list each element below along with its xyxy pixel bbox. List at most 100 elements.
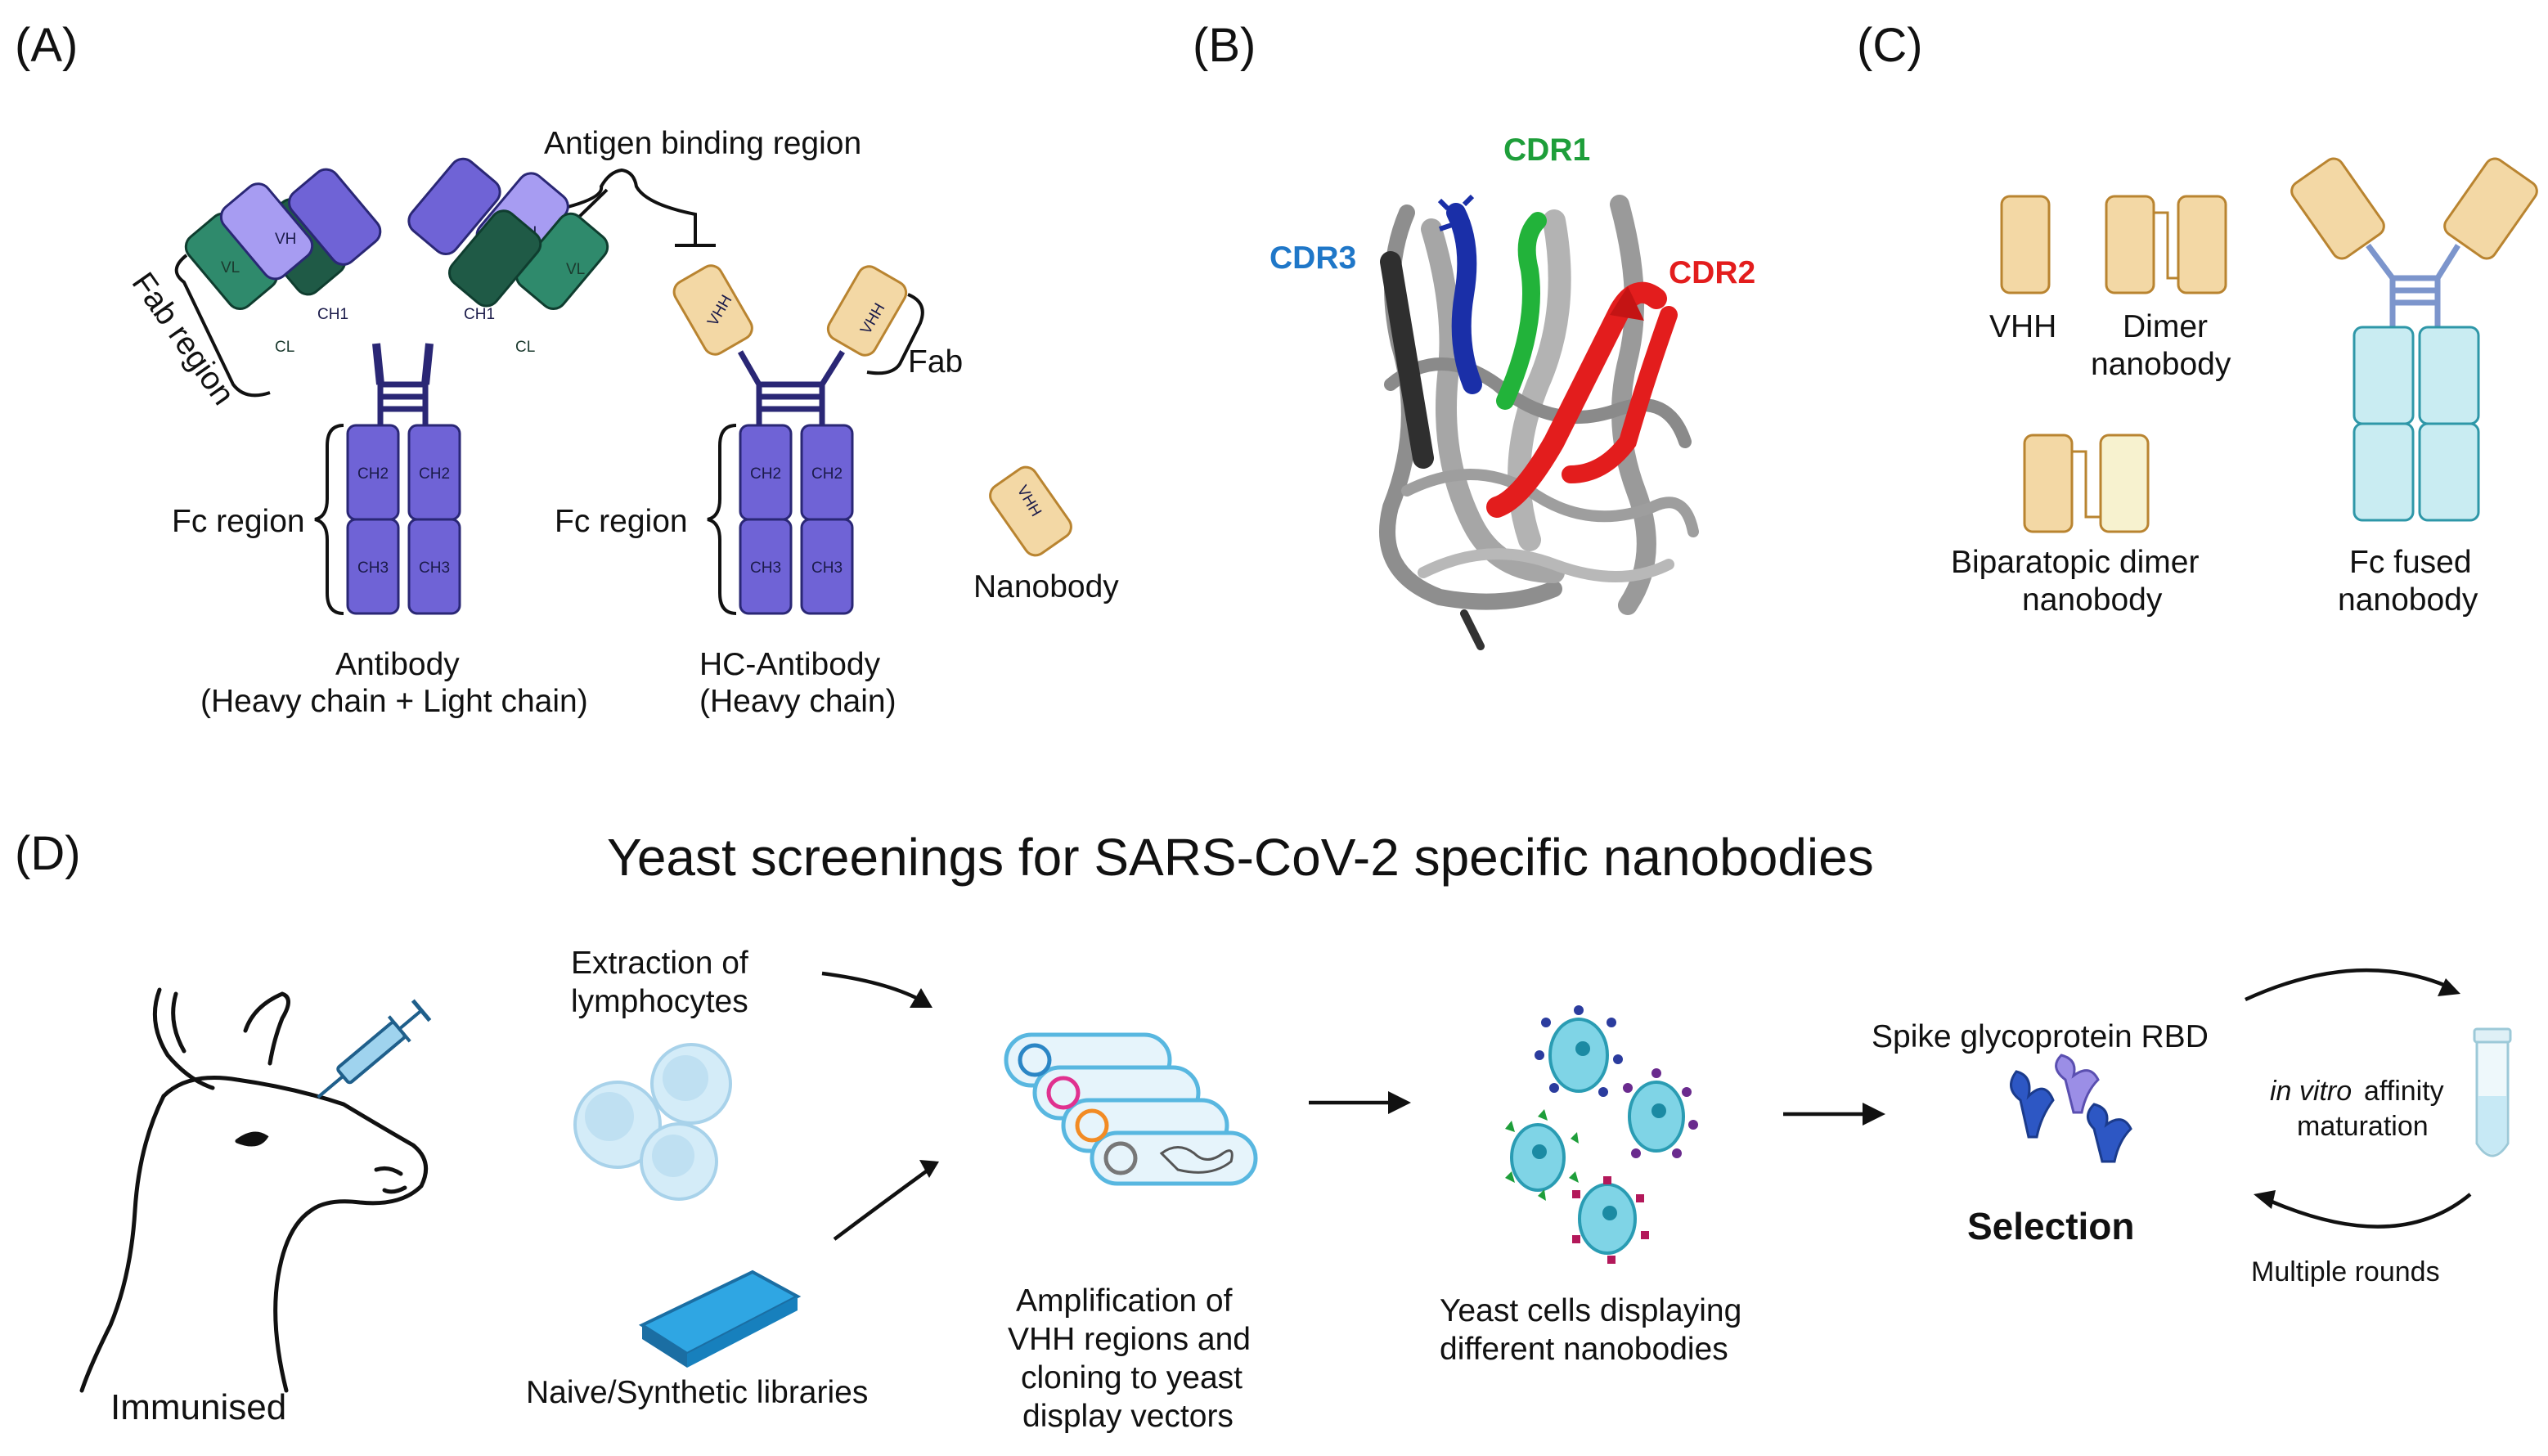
panel-d-title: Yeast screenings for SARS-CoV-2 specific… xyxy=(607,828,1874,887)
panel-label-d: (D) xyxy=(15,827,81,880)
fc-fused-label-1: Fc fused xyxy=(2349,545,2472,580)
fab-region-bracket xyxy=(174,254,271,398)
vhh-domain-hc-left xyxy=(672,264,753,356)
hinge-antibody xyxy=(372,343,434,385)
arrow-library-to-vectors xyxy=(833,1168,930,1241)
fc-region-bracket-2 xyxy=(707,424,737,615)
amplification-label-2: VHH regions and xyxy=(1008,1322,1251,1357)
cdr3-loop xyxy=(1446,203,1482,394)
invitro-label-affinity: affinity xyxy=(2364,1076,2444,1107)
ch2-label-hc-2: CH2 xyxy=(811,465,843,483)
arrow-extraction-to-vectors xyxy=(821,971,926,1004)
antigen-binding-bracket xyxy=(502,168,716,247)
vhh-domain-hc-right xyxy=(826,265,908,357)
ch3-label-2: CH3 xyxy=(419,559,450,577)
dimer-label-2: nanobody xyxy=(2091,347,2231,382)
cdr1-label: CDR1 xyxy=(1503,133,1590,168)
cdr1-loop xyxy=(1496,212,1547,410)
ch3-label-1: CH3 xyxy=(357,559,389,577)
biparatopic-dimer xyxy=(2023,434,2150,533)
panel-label-a: (A) xyxy=(15,19,78,72)
dimer-nanobody xyxy=(2105,195,2227,294)
panel-a: Antigen binding region VL CL VH CH1 xyxy=(125,126,1120,719)
extraction-label-1: Extraction of xyxy=(571,946,748,981)
lymphocyte-cells xyxy=(573,1043,732,1201)
test-tube-icon xyxy=(2473,1027,2512,1157)
hinge-hc xyxy=(737,350,845,425)
immunised-label: Immunised xyxy=(110,1387,286,1427)
nanobody-label: Nanobody xyxy=(973,569,1119,604)
ch1-label-right: CH1 xyxy=(464,306,495,323)
maturation-label: maturation xyxy=(2297,1111,2429,1142)
multiple-rounds-label: Multiple rounds xyxy=(2251,1256,2440,1287)
ch3-domain-hc-1 xyxy=(739,518,793,615)
panel-label-c: (C) xyxy=(1857,19,1923,72)
fab-label-hc: Fab xyxy=(908,344,963,380)
ch1-domain-right xyxy=(407,157,501,255)
vl-label-right: VL xyxy=(566,261,585,278)
cdr2-label: CDR2 xyxy=(1669,255,1755,290)
cl-label-right: CL xyxy=(515,339,535,356)
yeast-label-1: Yeast cells displaying xyxy=(1440,1293,1741,1328)
panel-c: VHH Dimer nanobody Biparatopic dimer nan… xyxy=(1951,157,2538,618)
fc-fused-label-2: nanobody xyxy=(2338,582,2478,618)
nanobody-structure xyxy=(1379,194,1699,650)
fab-bracket-hc xyxy=(866,293,924,375)
extraction-label-2: lymphocytes xyxy=(571,984,748,1019)
invitro-label-italic: in vitro xyxy=(2270,1076,2352,1107)
ch2-label-2: CH2 xyxy=(419,465,450,483)
ch2-label-1: CH2 xyxy=(357,465,389,483)
cl-domain-right xyxy=(447,209,542,308)
biparatopic-label-2: nanobody xyxy=(2022,582,2163,618)
vh-domain-left xyxy=(219,182,314,281)
antigen-binding-label: Antigen binding region xyxy=(544,126,861,161)
ch1-domain-left xyxy=(288,168,382,266)
ch3-label-hc-2: CH3 xyxy=(811,559,843,577)
arrow-from-tube xyxy=(2269,1193,2472,1229)
naive-libraries-label: Naive/Synthetic libraries xyxy=(526,1375,868,1410)
hc-antibody-subtitle: (Heavy chain) xyxy=(699,684,897,719)
antibody-subtitle: (Heavy chain + Light chain) xyxy=(200,684,588,719)
library-plate-icon xyxy=(638,1270,802,1368)
ch3-domain-2 xyxy=(407,518,461,615)
ch3-domain-1 xyxy=(346,518,400,615)
biparatopic-label-1: Biparatopic dimer xyxy=(1951,545,2199,580)
vl-label-left: VL xyxy=(221,259,240,276)
cdr3-label: CDR3 xyxy=(1270,240,1356,276)
arrow-to-tube xyxy=(2245,968,2447,1002)
ch1-label-left: CH1 xyxy=(317,306,348,323)
yeast-display-vectors xyxy=(1004,1032,1258,1186)
hc-antibody-title: HC-Antibody xyxy=(699,647,881,682)
vhh-domain-nanobody xyxy=(989,465,1072,557)
dimer-label-1: Dimer xyxy=(2123,309,2208,344)
panel-label-b: (B) xyxy=(1193,19,1256,72)
amplification-label-3: cloning to yeast xyxy=(1021,1360,1243,1395)
vh-label-left: VH xyxy=(275,231,296,248)
yeast-cells xyxy=(1505,1005,1698,1264)
nanobody-diagram: VHH Nanobody xyxy=(973,465,1119,604)
ch3-domain-hc-2 xyxy=(800,518,854,615)
syringe-icon xyxy=(317,999,432,1099)
hc-antibody-diagram: VHH VHH CH2 CH2 CH3 CH3 Fc region Fab HC… xyxy=(555,264,963,719)
fc-region-bracket-1 xyxy=(314,424,344,615)
vhh-monomer xyxy=(2000,195,2051,294)
antibody-title: Antibody xyxy=(335,647,460,682)
rbd-proteins-icon xyxy=(2010,1054,2132,1163)
antigen-binding-bracket-left xyxy=(575,188,609,221)
amplification-label-4: display vectors xyxy=(1022,1399,1234,1434)
selection-label: Selection xyxy=(1967,1205,2135,1247)
ch2-label-hc-1: CH2 xyxy=(750,465,781,483)
yeast-label-2: different nanobodies xyxy=(1440,1332,1728,1367)
amplification-label-1: Amplification of xyxy=(1016,1283,1233,1319)
llama-illustration xyxy=(79,987,429,1393)
antibody-diagram: VL CL VH CH1 VH CH1 VL CL xyxy=(125,157,609,719)
spike-rbd-label: Spike glycoprotein RBD xyxy=(1872,1019,2209,1054)
panel-b: CDR1 CDR2 CDR3 xyxy=(1270,133,1755,650)
cl-label-left: CL xyxy=(275,339,294,356)
vhh-format-label: VHH xyxy=(1989,309,2056,344)
fc-region-label-2: Fc region xyxy=(555,504,688,539)
ch3-label-hc-1: CH3 xyxy=(750,559,781,577)
fc-region-label-1: Fc region xyxy=(172,504,305,539)
fc-fused-nanobody xyxy=(2290,157,2538,522)
